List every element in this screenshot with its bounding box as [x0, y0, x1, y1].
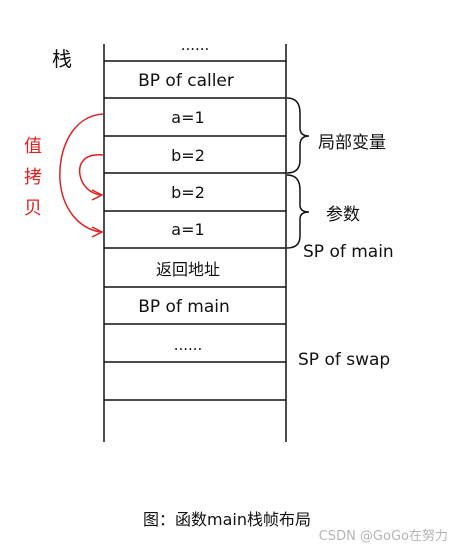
- cell-param-a: a=1: [171, 220, 204, 239]
- copy-arrow-a: [59, 113, 104, 233]
- copy-label-2: 拷: [24, 167, 42, 188]
- cell-param-b: b=2: [171, 183, 205, 202]
- main-sp-label: SP of main: [303, 242, 394, 262]
- stack-dividers: [104, 60, 286, 401]
- copy-label-3: 贝: [24, 198, 42, 219]
- copy-arrow-b-head: [91, 189, 104, 201]
- copy-arrow-b: [78, 154, 104, 196]
- swap-sp-label: SP of swap: [298, 350, 390, 370]
- watermark: CSDN @GoGo在努力: [319, 529, 448, 544]
- copy-arrow-a-head: [91, 226, 104, 238]
- figure-caption: 图：函数main栈帧布局: [143, 510, 311, 529]
- stack-label: 栈: [52, 47, 72, 71]
- cell-local-b: b=2: [171, 146, 205, 165]
- cell-ellipsis-bottom: ......: [174, 336, 203, 354]
- cell-bp-of-caller: BP of caller: [138, 71, 234, 91]
- params-brace: [286, 174, 310, 249]
- cell-ellipsis-top: ......: [181, 36, 210, 54]
- cell-local-a: a=1: [171, 108, 204, 127]
- locals-brace: [286, 97, 310, 174]
- params-label: 参数: [326, 205, 360, 225]
- cell-return-address: 返回地址: [156, 260, 220, 279]
- copy-label-1: 值: [24, 136, 42, 157]
- cell-bp-of-main: BP of main: [138, 297, 230, 317]
- locals-label: 局部变量: [318, 133, 386, 153]
